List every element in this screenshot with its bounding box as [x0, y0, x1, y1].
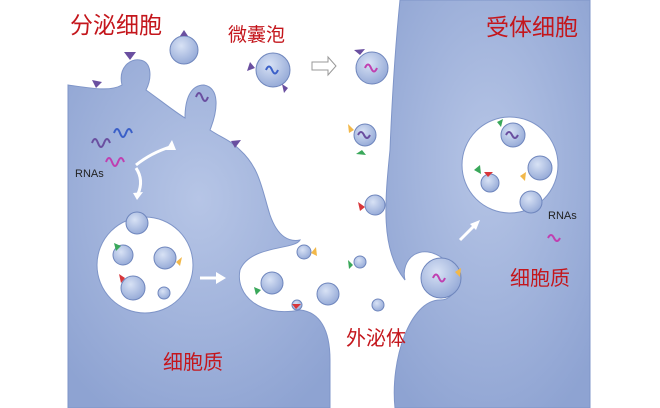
surface-markers: [92, 30, 526, 309]
label-cytoplasm-right: 细胞质: [510, 266, 570, 290]
label-secretory-cell: 分泌细胞: [70, 13, 162, 39]
label-exosome: 外泌体: [346, 326, 406, 350]
label-rnas-right: RNAs: [548, 210, 577, 222]
arrows: [134, 145, 476, 280]
multivesicular-body: [96, 216, 194, 314]
label-recipient-cell: 受体细胞: [486, 15, 578, 41]
label-microvesicle: 微囊泡: [228, 24, 286, 46]
label-cytoplasm-left: 细胞质: [163, 350, 223, 374]
secretory-cell: [67, 59, 331, 408]
label-rnas-left: RNAs: [75, 168, 104, 180]
outline-arrow: [311, 55, 337, 77]
rna-icons: [91, 63, 561, 283]
